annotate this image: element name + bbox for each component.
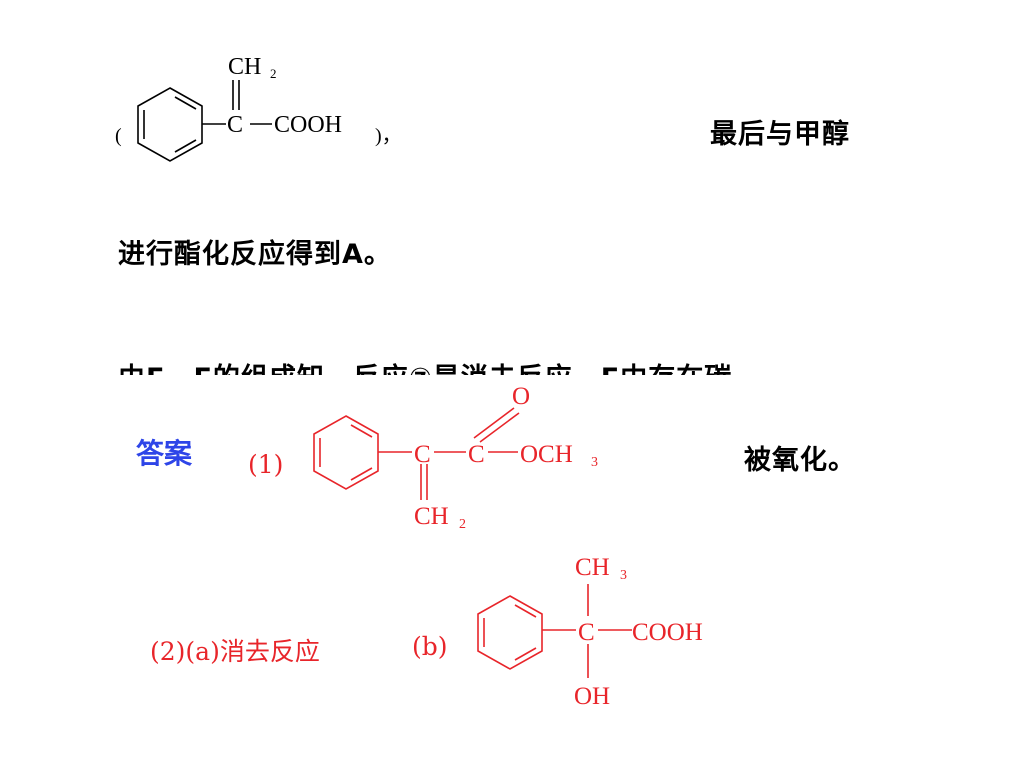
oxygen-label: O: [512, 383, 530, 410]
paragraph-line-4-fragment: 被氧化。: [744, 445, 856, 476]
answer-label: 答案: [118, 432, 203, 472]
ch2-subscript: 2: [270, 66, 277, 81]
cooh-label-ans2: COOH: [632, 619, 703, 646]
ch2-label-ans: CH: [414, 503, 449, 530]
carbon1-label: C: [414, 441, 431, 468]
paragraph-line-2: 进行酯化反应得到A。: [118, 239, 392, 270]
part2-label: (2)(a)消去反应: [150, 637, 320, 666]
och3-subscript: 3: [591, 455, 598, 470]
part2b-label: (b): [412, 632, 448, 661]
part1-label: (1): [248, 450, 284, 479]
overlay-mask: [115, 375, 735, 545]
cooh-label: COOH: [274, 112, 342, 138]
carbon2-label: C: [468, 441, 485, 468]
carbon-label-ans2: C: [578, 619, 595, 646]
ch3-subscript: 3: [620, 568, 627, 583]
ch2-subscript-ans: 2: [459, 517, 466, 532]
ch2-label: CH: [228, 54, 261, 80]
c-label: C: [227, 112, 243, 138]
paren-open: (: [115, 125, 122, 147]
paragraph-line-1-tail: 最后与甲醇: [710, 119, 850, 150]
ch3-label: CH: [575, 554, 610, 581]
paren-close: )，: [375, 125, 402, 147]
och3-label: OCH: [520, 441, 573, 468]
oh-label: OH: [574, 683, 610, 710]
